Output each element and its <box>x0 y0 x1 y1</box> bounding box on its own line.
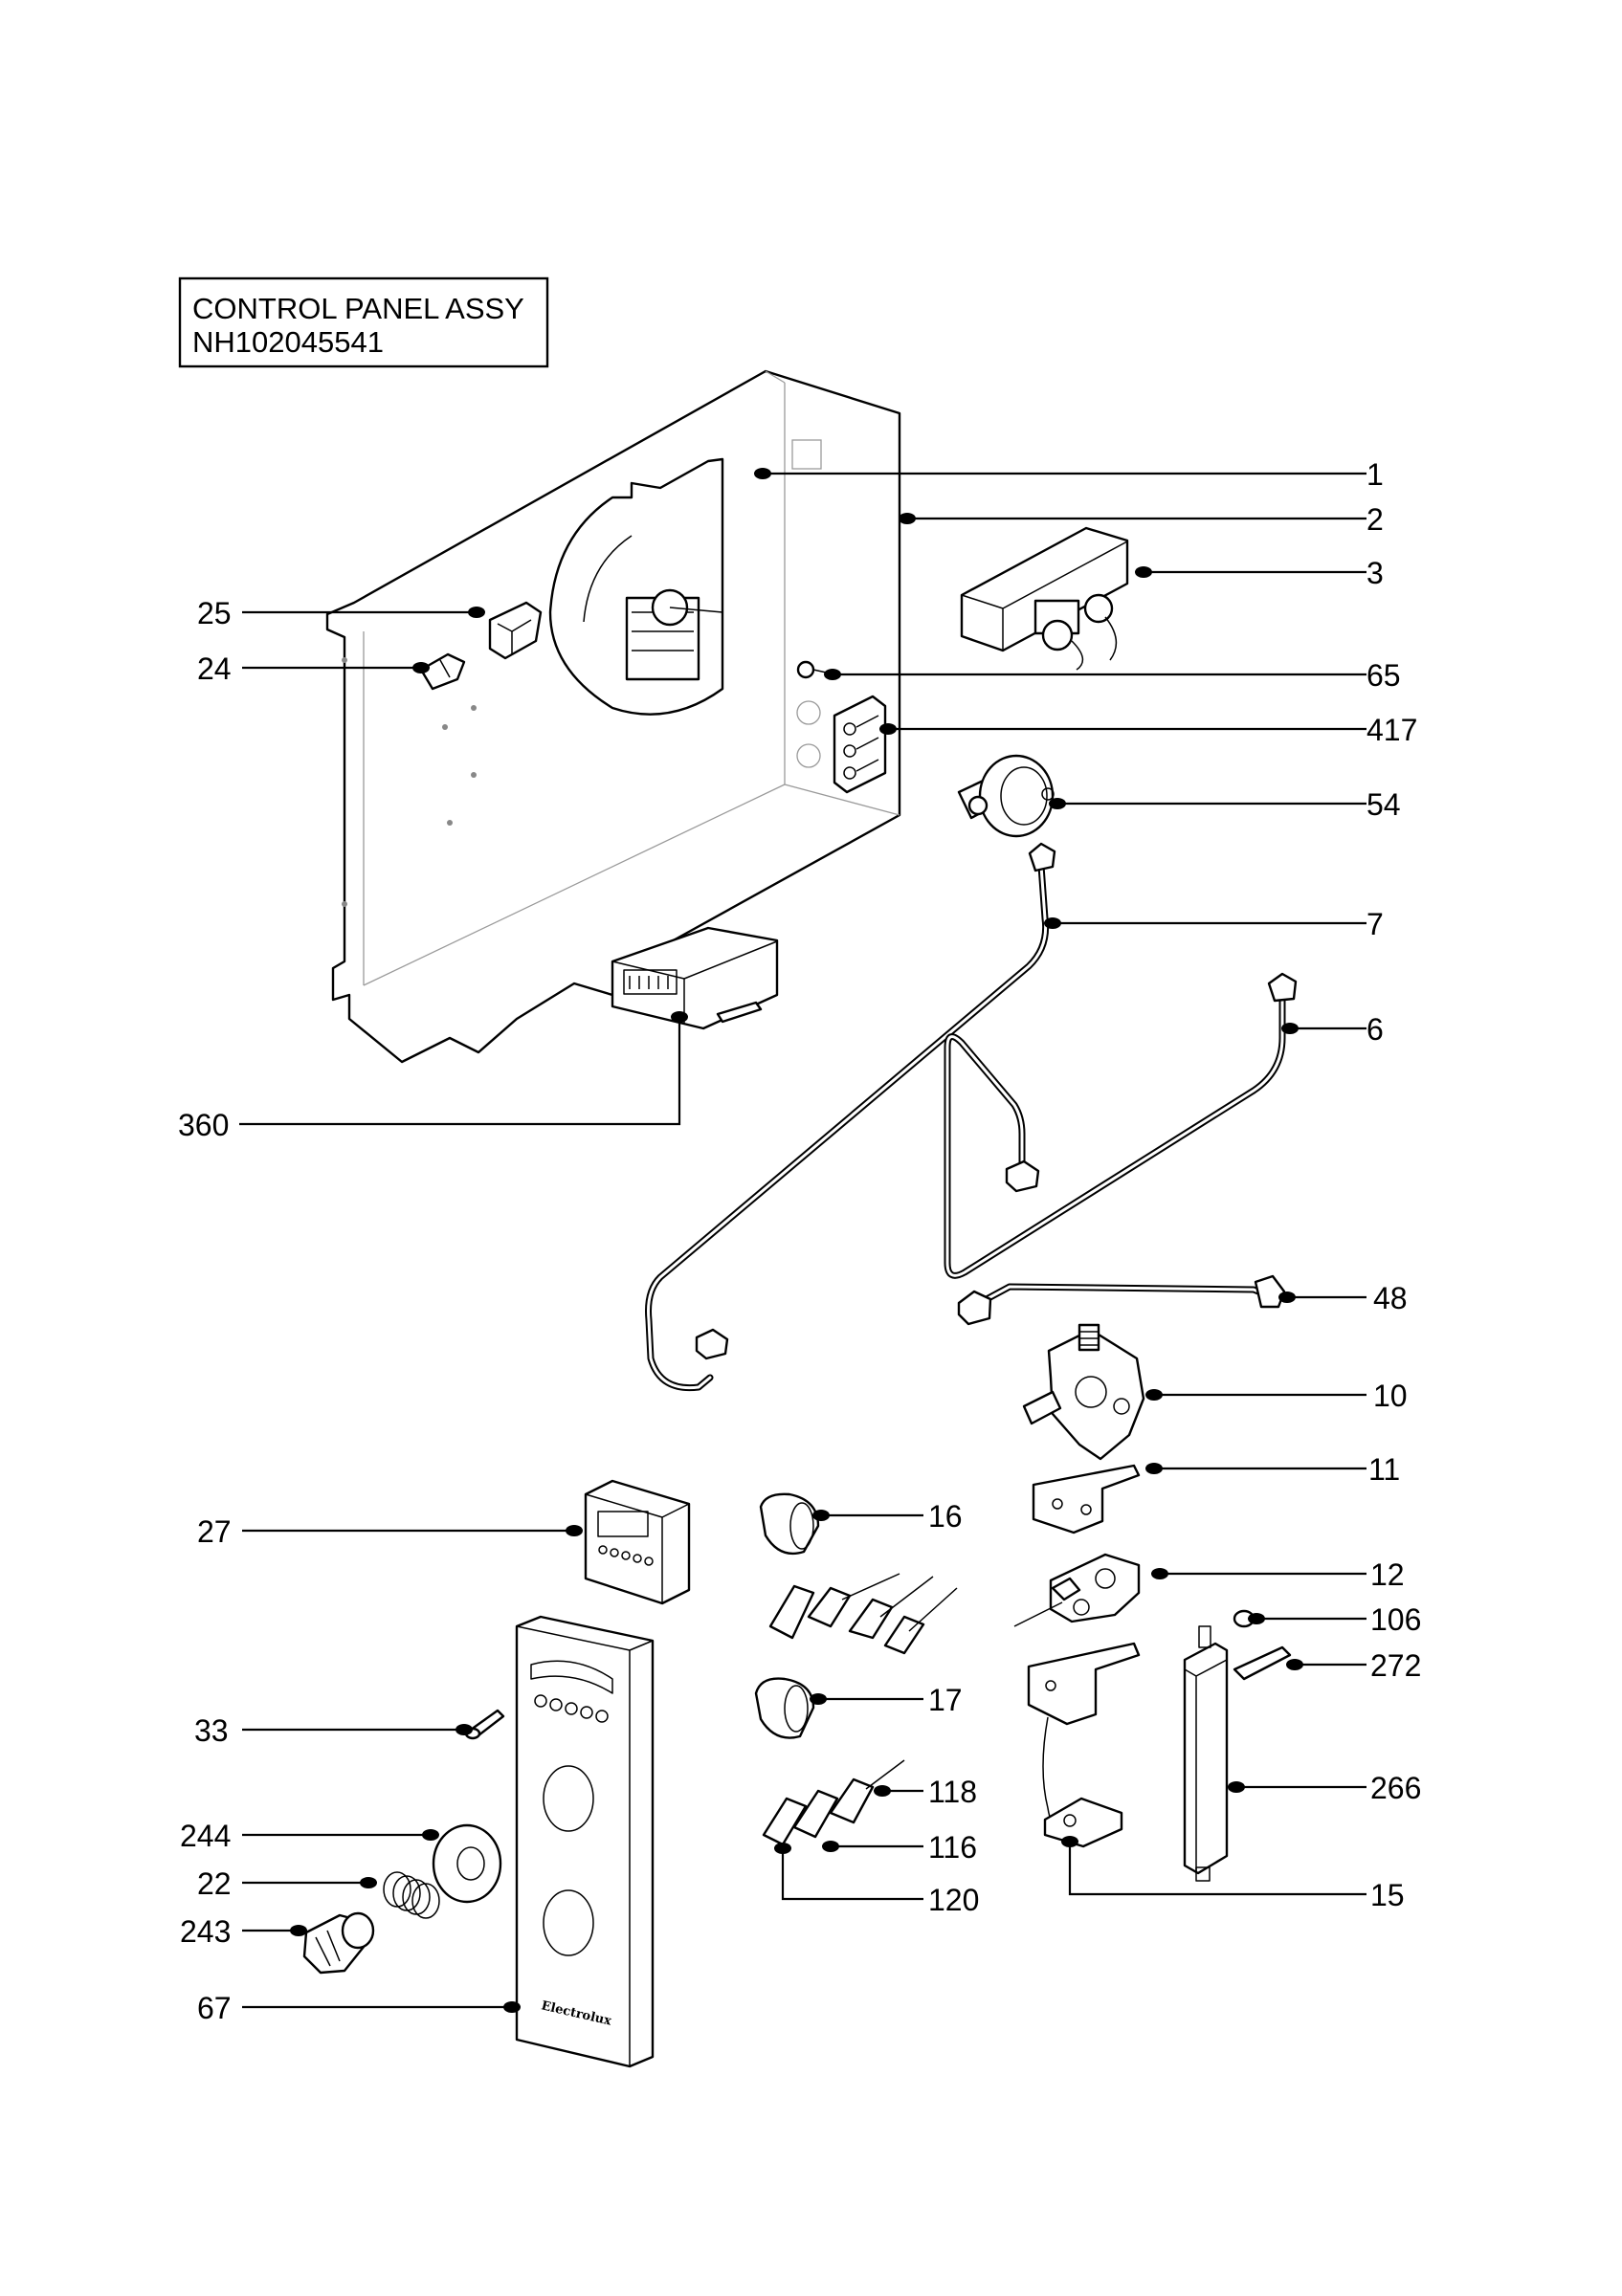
callout-label-11: 11 <box>1368 1452 1400 1487</box>
terminal-block-part-417 <box>833 695 887 794</box>
knob-cap-part-16 <box>759 1492 820 1556</box>
callout-65: 65 <box>824 658 1401 693</box>
switch-part-116 <box>792 1789 839 1839</box>
callout-label-67: 67 <box>197 1991 232 2025</box>
callout-label-417: 417 <box>1366 713 1417 747</box>
callout-417: 417 <box>879 713 1417 747</box>
callout-1: 1 <box>754 457 1384 492</box>
switch-cluster-upper <box>768 1573 958 1655</box>
long-bracket-part-266 <box>1183 1625 1229 1882</box>
callout-label-360: 360 <box>178 1108 229 1142</box>
callout-120: 120 <box>774 1843 979 1917</box>
callout-label-1: 1 <box>1366 457 1384 492</box>
timer-part-27 <box>584 1479 691 1605</box>
callout-label-2: 2 <box>1366 502 1384 537</box>
callout-label-17: 17 <box>928 1683 963 1717</box>
callout-27: 27 <box>197 1514 583 1549</box>
knob-part-243 <box>302 1911 375 1975</box>
module-part-360 <box>611 926 779 1030</box>
pipe-part-6 <box>944 972 1298 1279</box>
callout-label-266: 266 <box>1370 1771 1421 1805</box>
callout-48: 48 <box>1278 1281 1408 1315</box>
callout-label-27: 27 <box>197 1514 232 1549</box>
callout-33: 33 <box>194 1713 473 1748</box>
callout-106: 106 <box>1248 1602 1421 1637</box>
callout-label-22: 22 <box>197 1866 232 1901</box>
callout-22: 22 <box>197 1866 377 1901</box>
callout-116: 116 <box>822 1830 977 1865</box>
callout-17: 17 <box>810 1683 963 1717</box>
callout-25: 25 <box>197 596 485 630</box>
gas-valve-part-10 <box>1022 1323 1145 1461</box>
callout-244: 244 <box>180 1819 439 1853</box>
callouts-layer: 1 2 3 65 417 54 7 <box>178 457 1421 2025</box>
callout-6: 6 <box>1281 1012 1384 1047</box>
clip-part-25 <box>488 601 543 660</box>
callout-label-16: 16 <box>928 1499 963 1534</box>
pin-part-65 <box>796 660 832 679</box>
callout-label-25: 25 <box>197 596 232 630</box>
switch-part-118 <box>829 1759 905 1824</box>
title-box: CONTROL PANEL ASSY NH102045541 <box>178 276 549 368</box>
callout-label-54: 54 <box>1366 787 1401 822</box>
title-line-2: NH102045541 <box>192 325 384 359</box>
callout-360: 360 <box>178 1011 688 1142</box>
callout-label-7: 7 <box>1366 907 1384 941</box>
clip-part-24 <box>419 652 466 691</box>
knob-bezel-part-244 <box>432 1823 502 1904</box>
callout-272: 272 <box>1286 1648 1421 1683</box>
motor-unit-part-3 <box>960 526 1129 671</box>
callout-label-24: 24 <box>197 651 232 686</box>
callout-label-118: 118 <box>928 1775 977 1809</box>
callout-label-12: 12 <box>1370 1557 1405 1592</box>
callout-label-116: 116 <box>928 1830 977 1865</box>
callout-label-3: 3 <box>1366 556 1384 590</box>
callout-label-15: 15 <box>1370 1878 1405 1912</box>
callout-2: 2 <box>899 502 1384 537</box>
callout-label-243: 243 <box>180 1914 231 1949</box>
callout-16: 16 <box>812 1499 963 1534</box>
callout-54: 54 <box>1049 787 1401 822</box>
callout-label-106: 106 <box>1370 1602 1421 1637</box>
control-facia-part-67: Electrolux <box>515 1615 655 2068</box>
callout-label-120: 120 <box>928 1883 979 1917</box>
callout-label-48: 48 <box>1373 1281 1408 1315</box>
callout-label-65: 65 <box>1366 658 1401 693</box>
callout-12: 12 <box>1151 1557 1405 1592</box>
clip-part-272 <box>1233 1645 1292 1681</box>
switch-part-54 <box>957 754 1055 838</box>
title-line-1: CONTROL PANEL ASSY <box>192 292 524 325</box>
callout-label-33: 33 <box>194 1713 229 1748</box>
callout-label-10: 10 <box>1373 1379 1408 1413</box>
switch-part-120 <box>762 1797 808 1846</box>
callout-118: 118 <box>874 1775 977 1809</box>
callout-10: 10 <box>1145 1379 1408 1413</box>
bracket-part-11 <box>1032 1464 1141 1534</box>
callout-label-272: 272 <box>1370 1648 1421 1683</box>
callout-243: 243 <box>180 1914 307 1949</box>
callout-label-244: 244 <box>180 1819 231 1853</box>
callout-11: 11 <box>1145 1452 1400 1487</box>
valve-part-12 <box>1013 1553 1141 1627</box>
knob-cap-part-17 <box>754 1677 815 1739</box>
callout-15: 15 <box>1061 1836 1405 1912</box>
callout-3: 3 <box>1135 556 1384 590</box>
pipe-part-48 <box>957 1274 1286 1326</box>
callout-label-6: 6 <box>1366 1012 1384 1047</box>
callout-7: 7 <box>1044 907 1384 941</box>
callout-67: 67 <box>197 1991 521 2025</box>
spring-part-22 <box>383 1871 440 1919</box>
thermocouple-part-7 <box>645 842 1056 1392</box>
screw-part-33 <box>464 1709 505 1740</box>
callout-266: 266 <box>1228 1771 1421 1805</box>
igniter-part-15 <box>1027 1642 1141 1848</box>
housing-panel-part <box>325 369 901 1064</box>
callout-24: 24 <box>197 651 430 686</box>
